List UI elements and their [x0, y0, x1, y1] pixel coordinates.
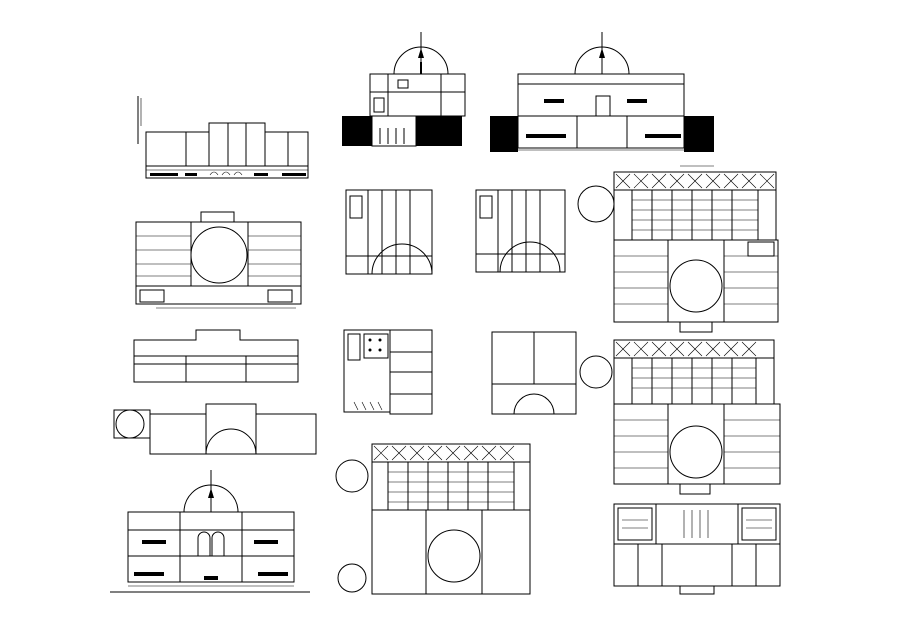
plan-arch [491, 331, 577, 415]
plan-partial-b [475, 189, 566, 273]
plan-ground-floor [135, 211, 302, 309]
plan-tiled-lower [335, 443, 531, 595]
elevation-front-dome [110, 470, 310, 593]
plan-toilet-block [613, 503, 781, 595]
section-dome-small [342, 32, 466, 147]
plan-core-grid [343, 329, 433, 415]
plan-roof [113, 403, 317, 455]
elevation-long [137, 96, 309, 179]
plan-tiled-middle [579, 339, 781, 495]
plan-partial-a [345, 189, 433, 275]
plan-tiled-upper [577, 165, 779, 333]
elevation-simple [133, 329, 299, 383]
section-dome-wide [490, 32, 714, 152]
